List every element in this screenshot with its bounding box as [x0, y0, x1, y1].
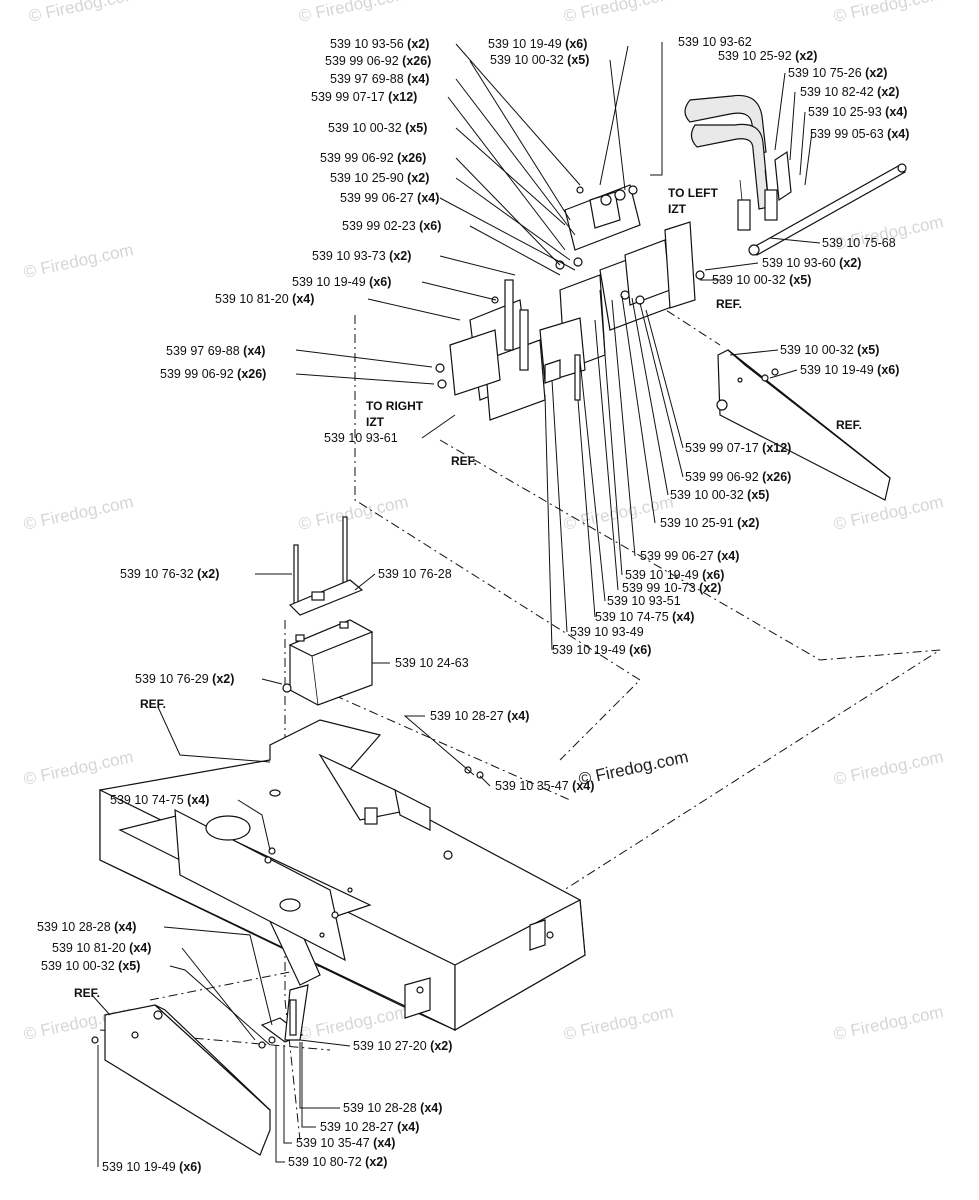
part-callout-label: 539 10 25-92 (x2): [718, 49, 817, 63]
part-callout-label: 539 10 28-28 (x4): [37, 920, 136, 934]
control-lever-grips: [684, 94, 792, 231]
frame-chassis: [99, 719, 586, 1032]
part-callout-label: 539 10 75-26 (x2): [788, 66, 887, 80]
part-callout-label: 539 10 76-32 (x2): [120, 567, 219, 581]
part-callout-label: 539 10 19-49 (x6): [625, 568, 724, 582]
part-callout-label: 539 10 19-49 (x6): [488, 37, 587, 51]
part-callout-label: 539 10 27-20 (x2): [353, 1039, 452, 1053]
part-callout-label: 539 10 93-73 (x2): [312, 249, 411, 263]
watermark: © Firedog.com: [297, 492, 410, 534]
part-callout-label: 539 10 35-47 (x4): [495, 779, 594, 793]
part-callout-label: 539 10 25-90 (x2): [330, 171, 429, 185]
part-callout-label: 539 10 24-63: [395, 656, 469, 670]
upper-mechanism: [435, 184, 705, 421]
watermark: © Firedog.com: [832, 747, 945, 789]
part-callout-label: 539 10 93-60 (x2): [762, 256, 861, 270]
part-callout-label: 539 99 02-23 (x6): [342, 219, 441, 233]
watermark: © Firedog.com: [562, 0, 675, 26]
watermark: © Firedog.com: [297, 1002, 410, 1044]
part-callout-label: 539 10 74-75 (x4): [110, 793, 209, 807]
part-callout-label: 539 10 00-32 (x5): [41, 959, 140, 973]
left-side-panel: [91, 1004, 271, 1156]
part-callout-label: 539 10 74-75 (x4): [595, 610, 694, 624]
part-callout-label: 539 10 93-49: [570, 625, 644, 639]
part-callout-label: 539 10 25-93 (x4): [808, 105, 907, 119]
ref-note: REF.: [74, 986, 100, 1000]
part-callout-label: 539 10 81-20 (x4): [215, 292, 314, 306]
part-callout-label: 539 10 76-28: [378, 567, 452, 581]
part-callout-label: 539 10 19-49 (x6): [292, 275, 391, 289]
part-callout-label: 539 10 00-32 (x5): [712, 273, 811, 287]
right-side-panel: [716, 349, 891, 501]
part-callout-label: 539 10 28-27 (x4): [430, 709, 529, 723]
watermark: © Firedog.com: [27, 0, 140, 26]
ref-note: REF.: [140, 697, 166, 711]
part-callout-label: 539 10 81-20 (x4): [52, 941, 151, 955]
part-callout-label: 539 10 19-49 (x6): [102, 1160, 201, 1174]
part-callout-label: 539 99 05-63 (x4): [810, 127, 909, 141]
part-callout-label: 539 10 28-28 (x4): [343, 1101, 442, 1115]
part-callout-label: 539 10 28-27 (x4): [320, 1120, 419, 1134]
part-callout-label: 539 99 06-92 (x26): [320, 151, 426, 165]
center-watermark: © Firedog.com: [577, 747, 690, 789]
part-callout-label: 539 99 06-92 (x26): [160, 367, 266, 381]
ref-note: REF.: [451, 454, 477, 468]
part-callout-label: 539 99 06-92 (x26): [685, 470, 791, 484]
part-callout-label: 539 10 80-72 (x2): [288, 1155, 387, 1169]
part-callout-label: 539 97 69-88 (x4): [166, 344, 265, 358]
part-callout-label: 539 99 07-17 (x12): [311, 90, 417, 104]
part-callout-label: 539 97 69-88 (x4): [330, 72, 429, 86]
watermark: © Firedog.com: [832, 492, 945, 534]
watermark: © Firedog.com: [832, 1002, 945, 1044]
part-callout-label: 539 10 25-91 (x2): [660, 516, 759, 530]
part-callout-label: 539 10 75-68: [822, 236, 896, 250]
watermark: © Firedog.com: [562, 1002, 675, 1044]
watermark: © Firedog.com: [22, 240, 135, 282]
part-callout-label: 539 10 35-47 (x4): [296, 1136, 395, 1150]
watermark: © Firedog.com: [22, 747, 135, 789]
part-callout-label: 539 99 07-17 (x12): [685, 441, 791, 455]
ref-note: REF.: [716, 297, 742, 311]
ref-note: REF.: [836, 418, 862, 432]
part-callout-label: 539 10 93-51: [607, 594, 681, 608]
watermark: © Firedog.com: [832, 0, 945, 26]
leader-lines: [91, 42, 821, 1167]
part-callout-labels: 539 10 93-56 (x2) 539 99 06-92 (x26) 539 9…: [37, 35, 909, 1174]
part-callout-label: 539 10 00-32 (x5): [490, 53, 589, 67]
watermark: © Firedog.com: [297, 0, 410, 26]
part-callout-label: 539 10 93-56 (x2): [330, 37, 429, 51]
part-callout-label: 539 10 00-32 (x5): [328, 121, 427, 135]
part-callout-label: 539 10 93-61: [324, 431, 398, 445]
dash-guides: [99, 289, 941, 1141]
battery-assembly: [282, 516, 374, 706]
part-callout-label: 539 99 06-92 (x26): [325, 54, 431, 68]
lower-bracket: [258, 984, 309, 1049]
part-callout-label: 539 10 82-42 (x2): [800, 85, 899, 99]
part-callout-label: 539 10 19-49 (x6): [800, 363, 899, 377]
watermark: © Firedog.com: [22, 492, 135, 534]
part-callout-label: 539 10 93-62: [678, 35, 752, 49]
part-callout-label: 539 99 10-73 (x2): [622, 581, 721, 595]
shaft-539-10-75-68: [748, 163, 907, 256]
part-callout-label: 539 10 00-32 (x5): [670, 488, 769, 502]
part-callout-label: 539 10 00-32 (x5): [780, 343, 879, 357]
part-callout-label: 539 10 76-29 (x2): [135, 672, 234, 686]
part-callout-label: 539 99 06-27 (x4): [340, 191, 439, 205]
part-callout-label: 539 99 06-27 (x4): [640, 549, 739, 563]
part-callout-label: 539 10 19-49 (x6): [552, 643, 651, 657]
